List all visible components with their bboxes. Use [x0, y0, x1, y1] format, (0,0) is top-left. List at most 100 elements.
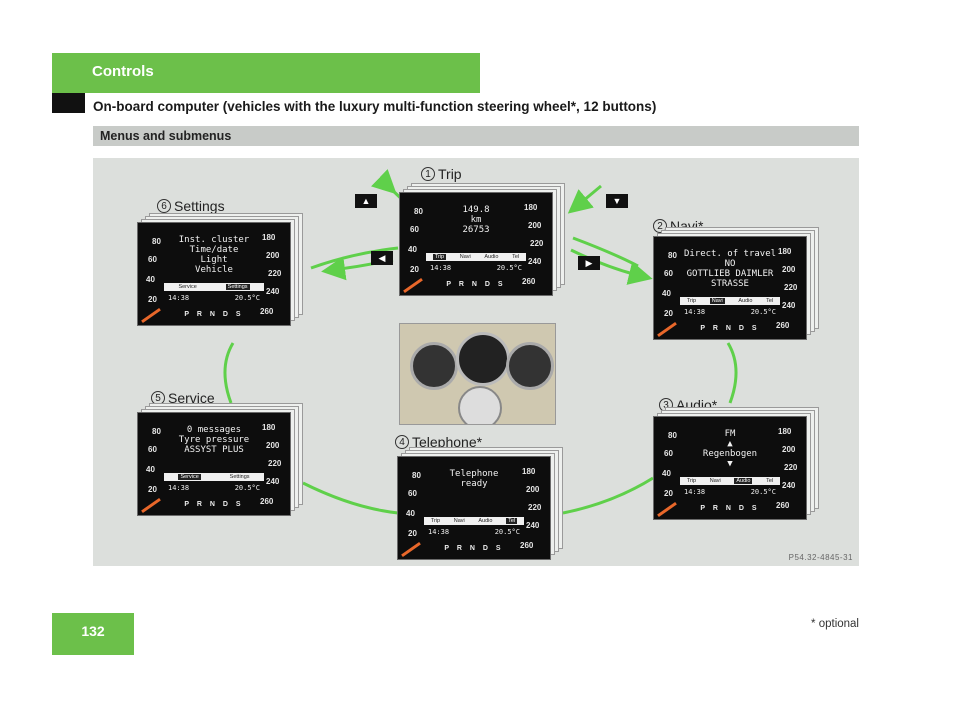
gauge-number: 40 — [662, 289, 671, 298]
menu-item: Navi — [709, 478, 721, 484]
gauge-number: 260 — [776, 501, 790, 510]
dashboard-photo — [399, 323, 556, 425]
gauge-number: 260 — [522, 277, 536, 286]
gauge-number: 220 — [784, 463, 798, 472]
screen-line: ▲ — [727, 439, 733, 449]
gauge-number: 40 — [406, 509, 415, 518]
gauge-number: 220 — [268, 459, 282, 468]
menu-item: Tel — [506, 518, 518, 524]
gauge-number: 80 — [412, 471, 421, 480]
time-readout: 14:38 — [428, 528, 450, 536]
up-button[interactable]: ▲ — [355, 194, 377, 208]
gauge-number: 240 — [526, 521, 540, 530]
gauge-number: 200 — [782, 445, 796, 454]
gauge-number: 240 — [528, 257, 542, 266]
gauge-number: 240 — [782, 301, 796, 310]
speedometer-needle — [141, 497, 161, 514]
gauge-number: 180 — [778, 427, 792, 436]
screen-line: km — [470, 215, 482, 225]
page-subtitle: On-board computer (vehicles with the lux… — [93, 99, 657, 114]
gauge-number: 20 — [148, 485, 157, 494]
speedometer-needle — [657, 321, 677, 338]
settings-number: 6 — [157, 199, 171, 213]
gauge-number: 60 — [664, 449, 673, 458]
menu-item: Tel — [766, 298, 774, 304]
time-temp-row: 14:38 20.5°C — [428, 528, 520, 536]
menu-item: Trip — [686, 478, 697, 484]
screen-line: 0 messages — [186, 425, 242, 435]
gauge-number: 200 — [528, 221, 542, 230]
gauge-number: 180 — [778, 247, 792, 256]
time-readout: 14:38 — [684, 308, 706, 316]
subsection-title: Menus and submenus — [100, 129, 232, 143]
gauge-number: 80 — [152, 237, 161, 246]
time-temp-row: 14:38 20.5°C — [430, 264, 522, 272]
gauge-number: 240 — [266, 287, 280, 296]
gauge-number: 40 — [146, 465, 155, 474]
gauge-number: 80 — [668, 431, 677, 440]
gauge-number: 60 — [664, 269, 673, 278]
gauge-number: 80 — [152, 427, 161, 436]
screen-line: NO — [724, 259, 736, 269]
section-title: Controls — [92, 63, 154, 80]
gear-indicator: P R N D S — [700, 505, 760, 512]
temperature-readout: 20.5°C — [496, 264, 522, 272]
screen-line: ASSYST PLUS — [184, 445, 244, 455]
time-readout: 14:38 — [684, 488, 706, 496]
trip-number: 1 — [421, 167, 435, 181]
speedometer-needle — [403, 277, 423, 294]
left-button[interactable]: ◀ — [371, 251, 393, 265]
screen-line: Light — [200, 255, 228, 265]
down-button[interactable]: ▼ — [606, 194, 628, 208]
gauge-number: 60 — [410, 225, 419, 234]
gauge-number: 40 — [146, 275, 155, 284]
right-button[interactable]: ▶ — [578, 256, 600, 270]
gauge-number: 20 — [664, 309, 673, 318]
temperature-readout: 20.5°C — [494, 528, 520, 536]
gauge-number: 240 — [782, 481, 796, 490]
gauge-number: 220 — [784, 283, 798, 292]
screen-line: Time/date — [189, 245, 239, 255]
menu-item: Settings — [225, 284, 250, 290]
navi-number: 2 — [653, 219, 667, 233]
gauge-number: 260 — [520, 541, 534, 550]
gauge-number: 20 — [664, 489, 673, 498]
gauge-number: 200 — [526, 485, 540, 494]
menu-item: Audio — [484, 254, 499, 260]
gauge-number: 20 — [410, 265, 419, 274]
menu-item: Navi — [459, 254, 471, 260]
settings-text: Settings — [174, 198, 225, 214]
menu-item: Trip — [686, 298, 697, 304]
gauge-number: 260 — [776, 321, 790, 330]
menu-item: Service — [178, 284, 197, 290]
screen-line: ready — [460, 479, 488, 489]
screen-line: Vehicle — [195, 265, 233, 275]
time-readout: 14:38 — [430, 264, 452, 272]
gear-indicator: P R N D S — [444, 545, 504, 552]
menu-item: Trip — [430, 518, 441, 524]
screen-line: Tyre pressure — [178, 435, 250, 445]
gauge-number: 200 — [782, 265, 796, 274]
menu-item: Audio — [734, 478, 753, 484]
gauge-number: 80 — [668, 251, 677, 260]
screen-line: 149.8 — [462, 205, 490, 215]
optional-footnote: * optional — [811, 618, 859, 630]
screen-text: FM▲Regenbogen▼ — [678, 429, 782, 469]
time-readout: 14:38 — [168, 484, 190, 492]
gauge-number: 180 — [262, 233, 276, 242]
gear-indicator: P R N D S — [700, 325, 760, 332]
